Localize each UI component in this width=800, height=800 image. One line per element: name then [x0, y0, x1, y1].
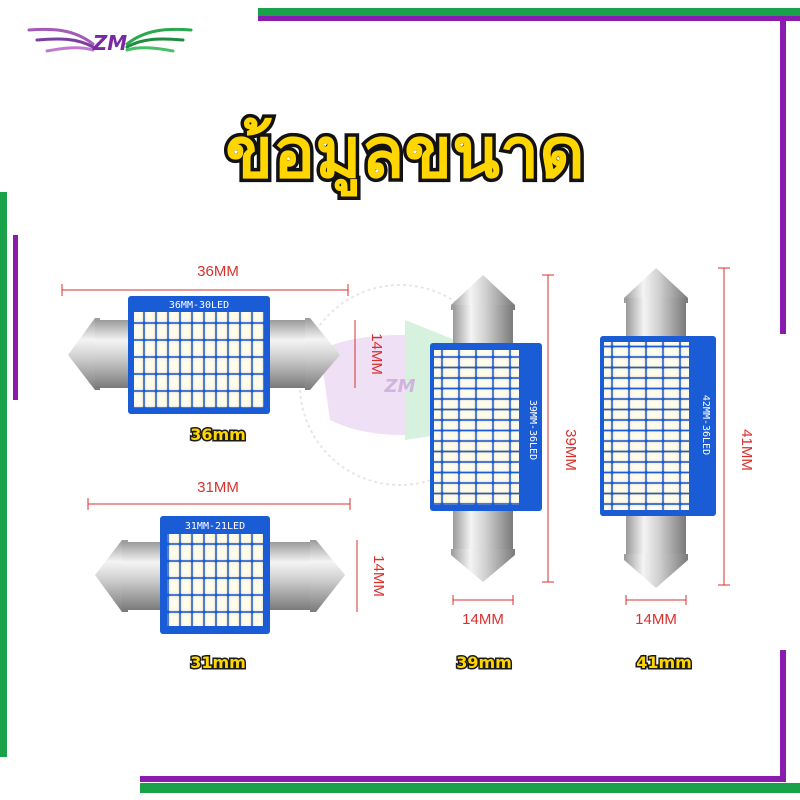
bulb-41mm: 42MM-36LED	[600, 268, 716, 588]
frame-bar-bottom-purple	[140, 776, 786, 782]
zm-wings-logo: ZM	[27, 27, 193, 55]
bulb-39mm-bottom-cap	[453, 511, 513, 551]
frame-bar-right-top-purple	[780, 16, 786, 334]
dimension-label-41mm-width: 14MM	[635, 611, 677, 628]
bulb-31mm-left-cap	[122, 542, 162, 610]
dimension-label-31mm-length: 31MM	[197, 479, 239, 496]
bulb-41mm-pcb-label: 42MM-36LED	[700, 395, 711, 455]
bulb-36mm-pcb-label: 36MM-30LED	[169, 300, 229, 311]
bulb-41mm-top-tip	[624, 268, 688, 303]
bulb-31mm-right-cap	[270, 542, 310, 610]
bulb-36mm-led-array	[134, 312, 264, 408]
frame-bar-top-green	[258, 8, 800, 17]
bulb-39mm-pcb-label: 39MM-36LED	[527, 400, 538, 460]
size-caption-36mm: 36mm	[190, 425, 246, 444]
bulb-41mm-bottom-tip	[624, 554, 688, 588]
bulb-39mm-top-tip	[451, 275, 515, 310]
bulb-31mm: 31MM-21LED	[95, 516, 345, 634]
dimension-label-39mm-length: 39MM	[562, 429, 579, 471]
left-wing-icon	[27, 27, 95, 53]
bulb-39mm-top-cap	[453, 305, 513, 345]
watermark-text: ZM	[384, 376, 416, 397]
logo-text: ZM	[92, 31, 128, 55]
bulb-31mm-led-array	[167, 534, 263, 626]
dimension-label-36mm-height: 14MM	[368, 333, 385, 375]
bulb-36mm-left-cap	[95, 320, 130, 388]
dimension-label-39mm-width: 14MM	[462, 611, 504, 628]
frame-bar-bottom-green	[140, 783, 800, 793]
dimension-label-36mm-length: 36MM	[197, 263, 239, 280]
frame-bar-left-green	[0, 192, 7, 757]
bulb-31mm-right-tip	[310, 540, 345, 612]
bulb-31mm-left-tip	[95, 540, 128, 612]
right-wing-icon	[125, 27, 193, 53]
bulb-36mm-right-cap	[270, 320, 305, 388]
bulb-39mm-bottom-tip	[451, 549, 515, 582]
size-caption-41mm: 41mm	[636, 653, 692, 672]
size-caption-31mm: 31mm	[190, 653, 246, 672]
frame-bar-right-bottom-purple	[780, 650, 786, 778]
bulb-31mm-pcb-label: 31MM-21LED	[185, 521, 245, 532]
page-title: ข้อมูลขนาด	[222, 109, 588, 198]
frame-bar-top-purple	[258, 16, 800, 21]
bulb-36mm: 36MM-30LED	[68, 296, 340, 414]
bulb-41mm-led-array	[604, 342, 689, 510]
dimension-label-41mm-length: 41MM	[738, 429, 755, 471]
bulb-36mm-right-tip	[305, 318, 340, 390]
bulb-36mm-left-tip	[68, 318, 100, 390]
dimension-label-31mm-height: 14MM	[370, 555, 387, 597]
bulb-41mm-top-cap	[626, 298, 686, 338]
bulb-39mm-led-array	[434, 350, 519, 505]
frame-bar-left-purple	[13, 235, 18, 400]
bulb-41mm-bottom-cap	[626, 516, 686, 556]
bulb-39mm: 39MM-36LED	[430, 275, 542, 582]
size-caption-39mm: 39mm	[456, 653, 512, 672]
